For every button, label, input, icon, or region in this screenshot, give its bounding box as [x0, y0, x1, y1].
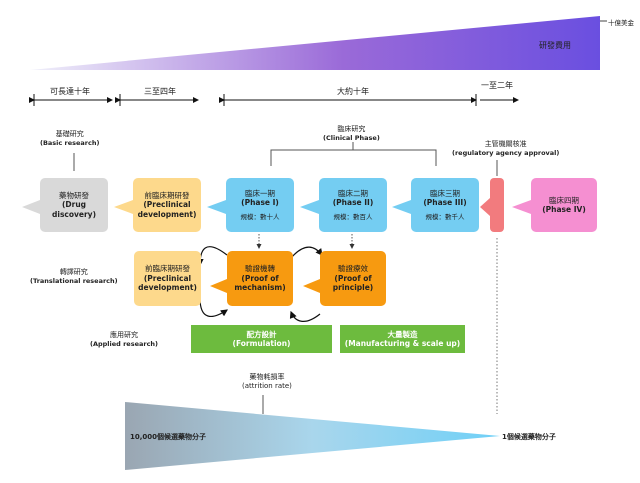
attrition-start-label: 10,000個候選藥物分子: [130, 433, 207, 441]
pointer-phase1: [207, 200, 226, 214]
pointer-drug: [22, 200, 40, 214]
basic-research-label: 基礎研究 (Basic research): [40, 130, 100, 148]
phase-4-box: 臨床四期 (Phase IV): [531, 178, 597, 232]
applied-research-label: 應用研究 (Applied research): [90, 331, 159, 349]
regulatory-approval-label: 主管機關核准 (regulatory agency approval): [452, 140, 560, 158]
translational-preclinical-box: 前臨床期研發 (Preclinical development): [134, 251, 201, 306]
attrition-wedge: [125, 402, 500, 470]
formulation-bar: 配方設計 (Formulation): [191, 325, 332, 353]
pointer-phase3: [392, 200, 411, 214]
clinical-phase-label: 臨床研究 (Clinical Phase): [323, 125, 380, 143]
timeline-span-2: 三至四年: [144, 87, 176, 96]
approval-marker: [490, 178, 504, 232]
pointer-phase4: [512, 200, 531, 214]
timeline: [29, 94, 519, 106]
phase-1-box: 臨床一期 (Phase I) 規模：數十人: [226, 178, 294, 232]
pointer-approval: [480, 198, 490, 216]
pointer-mechanism: [210, 279, 227, 293]
timeline-span-1: 可長達十年: [50, 87, 90, 96]
clinical-bracket: [270, 149, 437, 166]
cost-wedge: [30, 16, 600, 70]
phase-2-box: 臨床二期 (Phase II) 規模：數百人: [319, 178, 387, 232]
pointer-phase2: [300, 200, 319, 214]
attrition-end-label: 1個候選藥物分子: [502, 433, 556, 441]
cost-label: 研發費用: [539, 41, 571, 50]
preclinical-box: 前臨床期研發 (Preclinical development): [133, 178, 201, 232]
pointer-preclinical: [114, 200, 133, 214]
manufacturing-bar: 大量製造 (Manufacturing & scale up): [340, 325, 465, 353]
translational-research-label: 轉譯研究 (Translational research): [30, 268, 118, 286]
timeline-span-4: 一至二年: [481, 81, 513, 90]
phase-3-box: 臨床三期 (Phase III) 規模：數千人: [411, 178, 479, 232]
drug-discovery-box: 藥物研發 (Drug discovery): [40, 178, 108, 232]
proof-of-mechanism-box: 驗證機轉 (Proof of mechanism): [227, 251, 293, 306]
cost-scale-label: 十億美金: [608, 19, 634, 27]
timeline-span-3: 大約十年: [337, 87, 369, 96]
proof-of-principle-box: 驗證療效 (Proof of principle): [320, 251, 386, 306]
pointer-principle: [303, 279, 320, 293]
attrition-rate-label: 藥物耗損率 (attrition rate): [242, 373, 292, 391]
